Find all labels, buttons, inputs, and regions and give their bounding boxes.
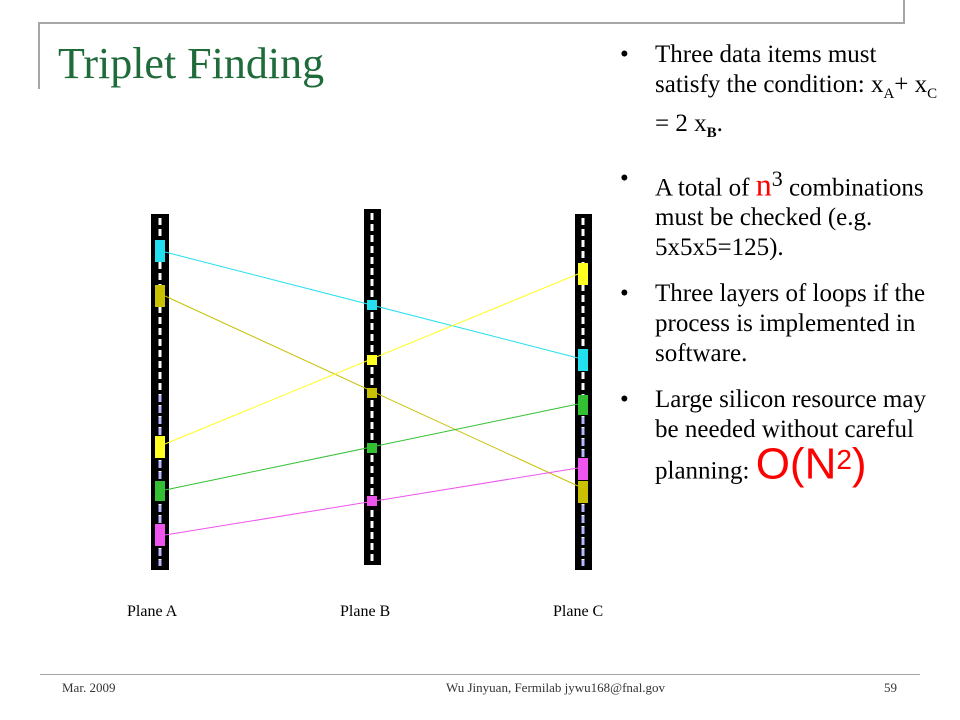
bullet-silicon: • Large silicon resource may be needed w…	[620, 386, 926, 489]
bullet-dot-icon: •	[620, 41, 629, 68]
slide-title: Triplet Finding	[58, 39, 325, 88]
track-green	[164, 403, 579, 491]
hit-a-cyan	[155, 240, 165, 262]
plane-c-column	[575, 214, 592, 570]
bullet-loops: • Three layers of loops if the process i…	[620, 280, 926, 368]
footer-page-number: 59	[884, 680, 897, 695]
hit-c-yellow	[578, 263, 588, 285]
top-rule-cap	[903, 0, 905, 23]
bullet-dot-icon: •	[620, 280, 629, 308]
footer-author: Wu Jinyuan, Fermilab jywu168@fnal.gov	[446, 680, 666, 695]
plane-b-label: Plane B	[340, 603, 391, 620]
track-yellow	[164, 273, 579, 445]
hit-a-magenta	[155, 524, 165, 546]
plane-b-bar	[364, 209, 381, 565]
bullet-list: • Three data items must satisfy the cond…	[620, 40, 940, 503]
footer-date: Mar. 2009	[62, 680, 116, 695]
track-olive	[164, 295, 579, 487]
footer-rule	[40, 674, 920, 675]
plane-a-label: Plane A	[127, 603, 178, 620]
hit-c-cyan	[578, 349, 588, 371]
plane-b-column	[364, 209, 381, 565]
hit-b-olive	[367, 388, 377, 398]
hit-b-yellow	[367, 355, 377, 365]
left-rule	[38, 22, 40, 89]
track-cyan	[164, 251, 579, 359]
hit-c-green	[578, 395, 588, 415]
hit-c-olive	[578, 481, 588, 503]
top-rule	[40, 22, 905, 24]
hit-b-green	[367, 443, 377, 453]
bullet-dot-icon: •	[620, 165, 629, 192]
bullet-dot-icon: •	[620, 386, 629, 414]
plane-a-column	[151, 214, 169, 570]
track-magenta	[164, 467, 579, 536]
hit-c-magenta	[578, 458, 588, 480]
hit-a-olive	[155, 285, 165, 307]
plane-c-label: Plane C	[553, 603, 604, 620]
bullet-combinations: • A total of n3 combinations must be che…	[620, 165, 924, 262]
hit-a-yellow	[155, 436, 165, 458]
bullet-condition: • Three data items must satisfy the cond…	[620, 41, 938, 141]
hit-a-green	[155, 481, 165, 501]
